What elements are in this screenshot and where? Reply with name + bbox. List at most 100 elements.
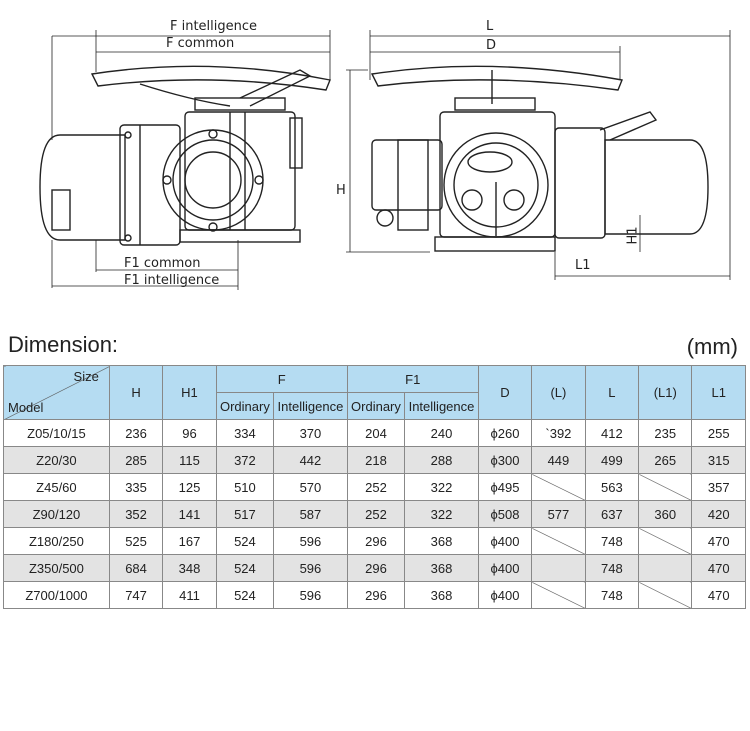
- dim-label-l1: L1: [575, 258, 591, 273]
- cell-f1-int: 368: [404, 527, 479, 555]
- header-l-paren: (L): [531, 365, 586, 420]
- cell-l: 499: [584, 446, 640, 474]
- dim-label-d: D: [486, 38, 497, 53]
- cell-f-ord: 372: [215, 446, 275, 474]
- cell-h: 352: [108, 500, 164, 528]
- cell-f-int: 587: [273, 500, 348, 528]
- cell-l1p: 235: [638, 419, 693, 447]
- header-f-ordinary: Ordinary: [215, 392, 275, 420]
- dimension-table: Size Model H H1 F F1 D (L) L (L1) L1 Ord…: [3, 365, 746, 609]
- header-l1: L1: [691, 365, 746, 420]
- actuator-technical-drawing: [39, 30, 731, 290]
- cell-l: 637: [584, 500, 640, 528]
- cell-l: 748: [584, 554, 640, 582]
- cell-d: ϕ400: [477, 554, 533, 582]
- header-f1: F1: [346, 365, 479, 393]
- cell-l: 412: [584, 419, 640, 447]
- header-f: F: [215, 365, 348, 393]
- dim-label-f1-intelligence: F1 intelligence: [124, 273, 220, 288]
- cell-f-int: 442: [273, 446, 348, 474]
- cell-l: 563: [584, 473, 640, 501]
- cell-h: 684: [108, 554, 164, 582]
- cell-d: ϕ400: [477, 527, 533, 555]
- cell-model: Z350/500: [3, 554, 110, 582]
- header-l1-paren: (L1): [638, 365, 693, 420]
- cell-f1-ord: 218: [346, 446, 406, 474]
- cell-lp: [531, 527, 586, 555]
- cell-h1: 411: [162, 581, 217, 609]
- cell-f1-int: 322: [404, 500, 479, 528]
- cell-model: Z700/1000: [3, 581, 110, 609]
- cell-l1: 470: [691, 554, 746, 582]
- section-title: Dimension:: [8, 332, 119, 357]
- cell-l1p: 265: [638, 446, 693, 474]
- unit-label: (mm): [686, 334, 738, 359]
- cell-h: 525: [108, 527, 164, 555]
- cell-h: 335: [108, 473, 164, 501]
- cell-f1-int: 368: [404, 581, 479, 609]
- header-h: H: [108, 365, 164, 420]
- cell-model: Z05/10/15: [3, 419, 110, 447]
- cell-h: 747: [108, 581, 164, 609]
- header-f1-intelligence: Intelligence: [404, 392, 479, 420]
- cell-f1-int: 368: [404, 554, 479, 582]
- header-f1-ordinary: Ordinary: [346, 392, 406, 420]
- header-h1: H1: [162, 365, 217, 420]
- cell-f-int: 596: [273, 554, 348, 582]
- cell-f1-ord: 252: [346, 500, 406, 528]
- cell-l1: 470: [691, 527, 746, 555]
- cell-l1: 357: [691, 473, 746, 501]
- cell-f-ord: 524: [215, 581, 275, 609]
- cell-f1-int: 288: [404, 446, 479, 474]
- cell-l1p: [638, 554, 693, 582]
- cell-f1-ord: 204: [346, 419, 406, 447]
- cell-f-ord: 334: [215, 419, 275, 447]
- cell-h: 236: [108, 419, 164, 447]
- cell-f1-ord: 252: [346, 473, 406, 501]
- dim-label-l: L: [486, 19, 494, 34]
- cell-h1: 125: [162, 473, 217, 501]
- cell-l: 748: [584, 581, 640, 609]
- cell-f1-ord: 296: [346, 527, 406, 555]
- dim-label-h: H: [336, 183, 346, 198]
- cell-l1: 315: [691, 446, 746, 474]
- cell-lp: [531, 473, 586, 501]
- cell-l1p: [638, 473, 693, 501]
- cell-lp: [531, 554, 586, 582]
- size-model-header-cell: Size Model: [3, 365, 110, 420]
- cell-d: ϕ260: [477, 419, 533, 447]
- cell-h1: 167: [162, 527, 217, 555]
- cell-f1-int: 322: [404, 473, 479, 501]
- dim-label-f-common: F common: [166, 36, 235, 51]
- dim-label-h1: H1: [625, 226, 641, 245]
- cell-d: ϕ400: [477, 581, 533, 609]
- cell-f-ord: 524: [215, 527, 275, 555]
- dim-label-f-intelligence: F intelligence: [170, 19, 258, 34]
- cell-f1-ord: 296: [346, 554, 406, 582]
- header-l: L: [584, 365, 640, 420]
- cell-d: ϕ300: [477, 446, 533, 474]
- cell-l1: 420: [691, 500, 746, 528]
- cell-lp: [531, 581, 586, 609]
- cell-f-ord: 510: [215, 473, 275, 501]
- cell-f-int: 596: [273, 581, 348, 609]
- cell-model: Z20/30: [3, 446, 110, 474]
- cell-l1p: [638, 581, 693, 609]
- cell-lp: `392: [531, 419, 586, 447]
- cell-f-ord: 524: [215, 554, 275, 582]
- cell-lp: 449: [531, 446, 586, 474]
- cell-lp: 577: [531, 500, 586, 528]
- cell-h1: 115: [162, 446, 217, 474]
- header-f-intelligence: Intelligence: [273, 392, 348, 420]
- cell-f-int: 596: [273, 527, 348, 555]
- cell-f-int: 370: [273, 419, 348, 447]
- cell-d: ϕ508: [477, 500, 533, 528]
